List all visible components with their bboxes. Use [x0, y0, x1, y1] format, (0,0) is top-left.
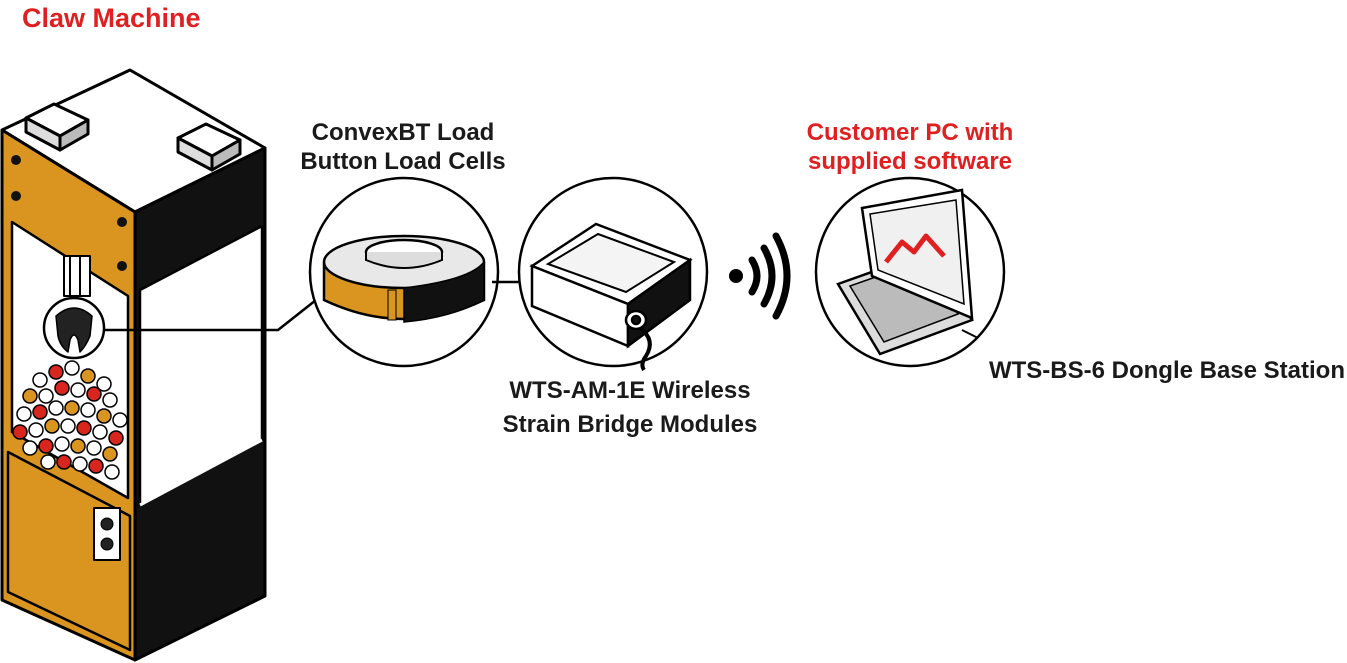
page-title: Claw Machine [22, 3, 201, 33]
strain-module-icon [517, 176, 709, 372]
laptop-icon [814, 176, 1006, 368]
module-label: WTS-AM-1E Wireless Strain Bridge Modules [470, 374, 790, 442]
module-label-line-1: WTS-AM-1E Wireless [509, 377, 751, 404]
load-cells-label-line-1: ConvexBT Load [311, 119, 495, 146]
load-cells-label-line-2: Button Load Cells [300, 148, 506, 175]
base-station-label: WTS-BS-6 Dongle Base Station [988, 357, 1345, 384]
wireless-signal-icon [729, 232, 791, 320]
customer-pc-label-line-1: Customer PC with [806, 119, 1014, 146]
claw-machine-illustration [0, 68, 317, 662]
load-button-icon [308, 176, 520, 368]
module-label-line-2: Strain Bridge Modules [502, 411, 758, 438]
customer-pc-label-line-2: supplied software [807, 148, 1013, 175]
load-cells-label: ConvexBT Load Button Load Cells [292, 118, 514, 176]
customer-pc-label: Customer PC with supplied software [780, 118, 1040, 176]
